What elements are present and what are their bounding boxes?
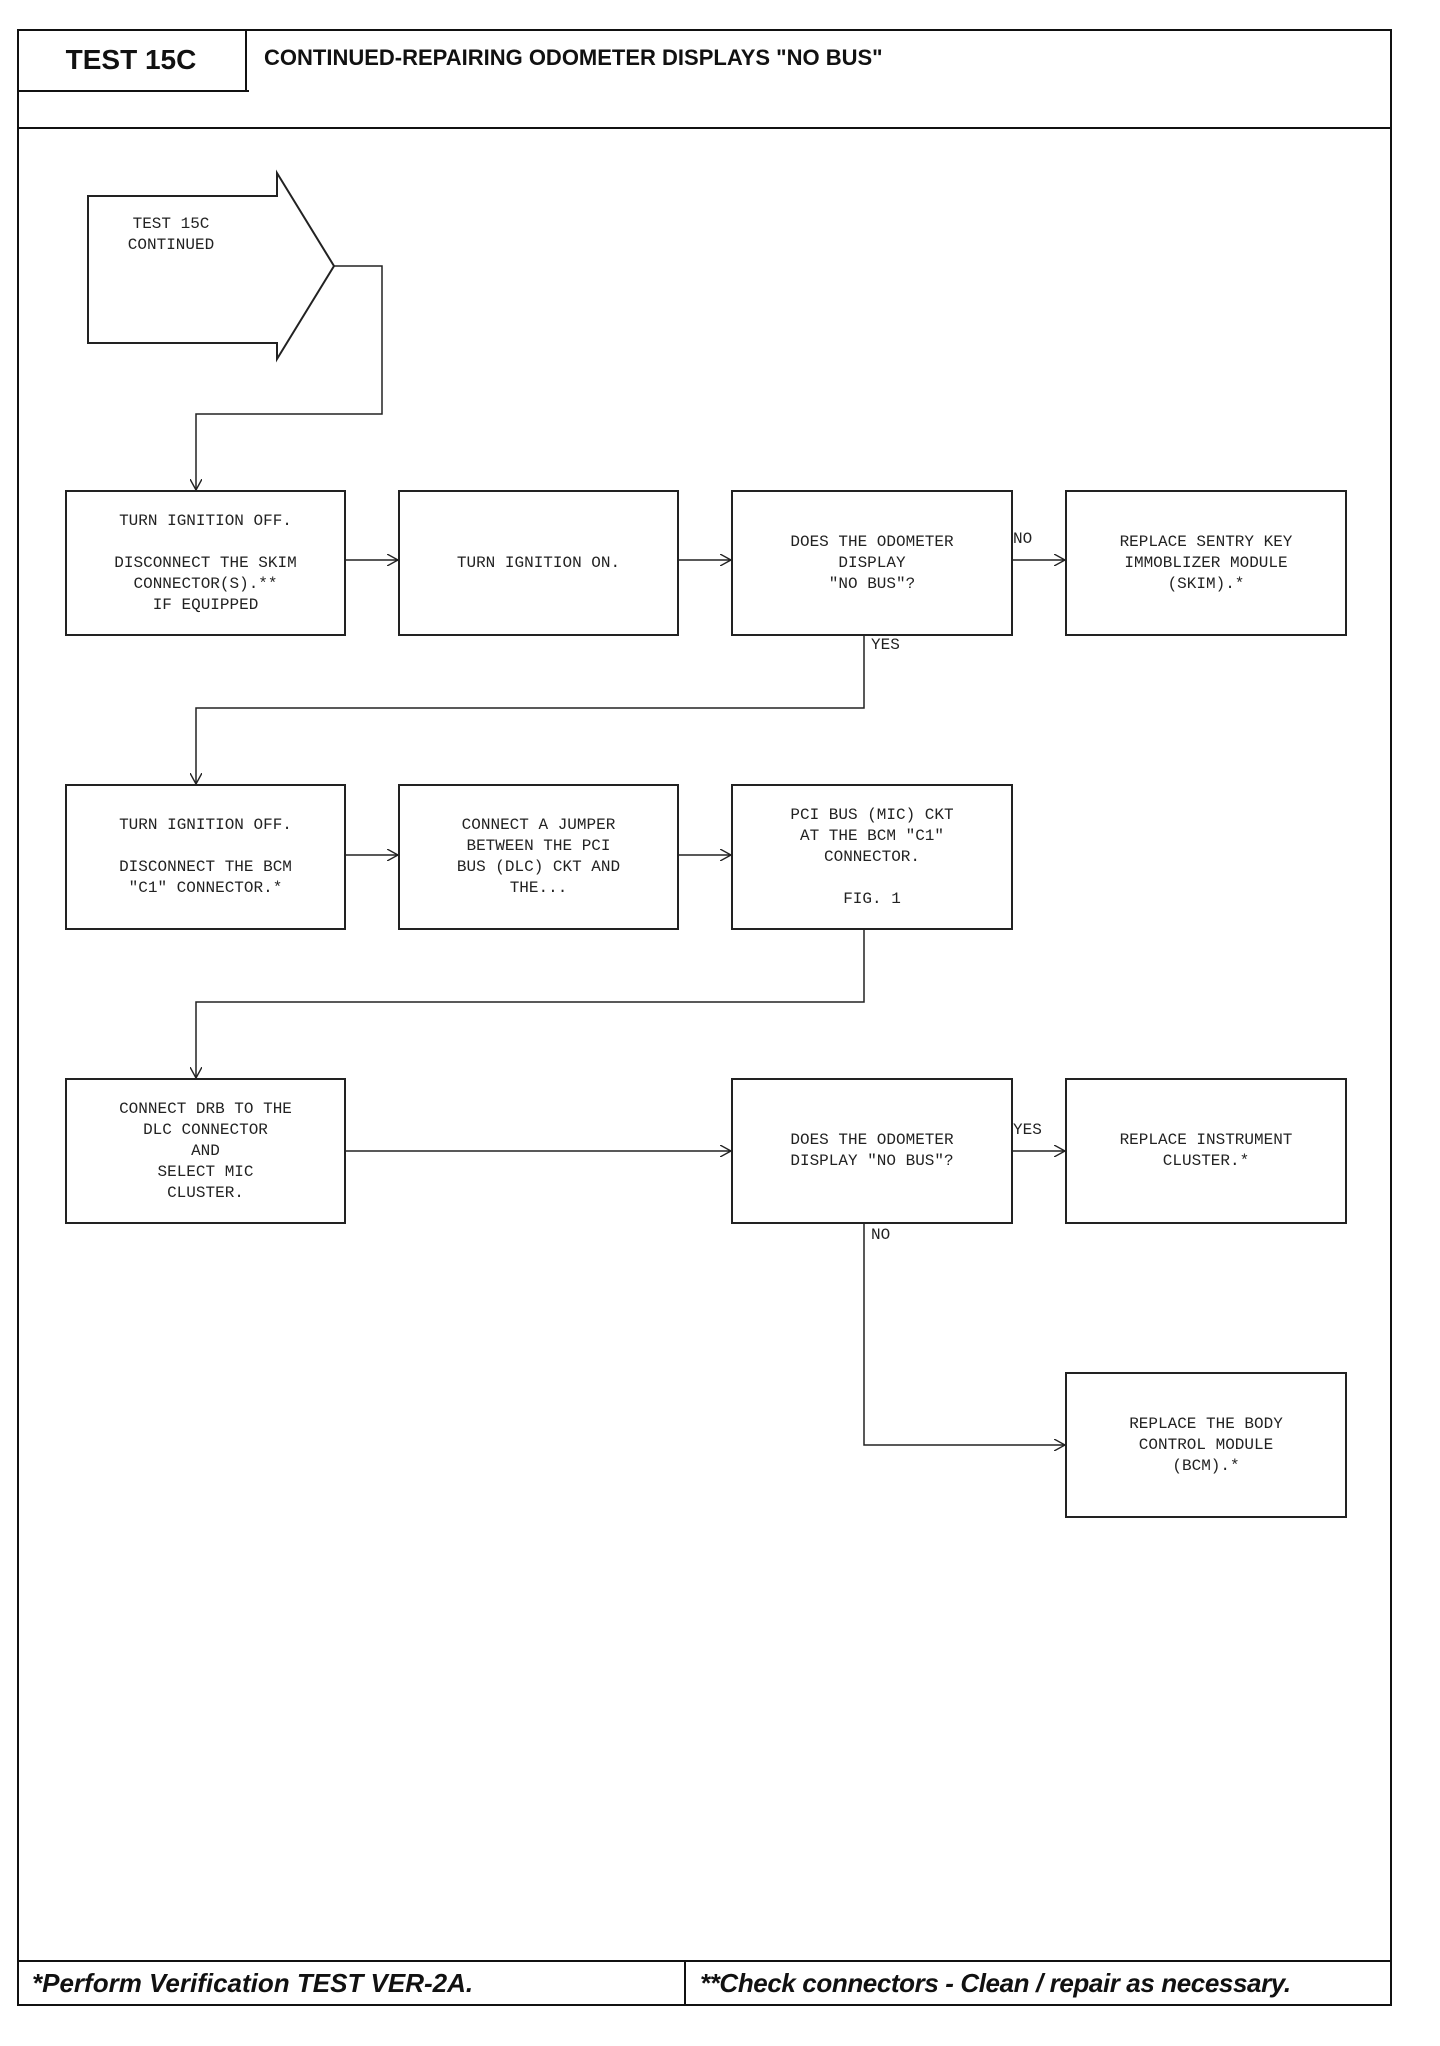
connector-start-to-step1 [196,265,383,490]
label-q1-yes: YES [871,636,900,654]
connector-q2-no [863,1224,1065,1445]
page-frame [17,29,1392,2006]
page-title: CONTINUED-REPAIRING ODOMETER DISPLAYS "N… [264,45,883,70]
test-id: TEST 15C [17,29,247,90]
connector-q1-yes [196,635,865,784]
header-divider [17,127,1392,129]
header-divider-short [17,90,249,92]
label-q1-no: NO [1013,530,1033,548]
start-arrow-shape [87,169,336,363]
step-connect-jumper: CONNECT A JUMPER BETWEEN THE PCI BUS (DL… [398,784,679,930]
action-replace-skim: REPLACE SENTRY KEY IMMOBLIZER MODULE (SK… [1065,490,1347,636]
start-label: TEST 15C CONTINUED [127,215,215,254]
footer-note-verification: *Perform Verification TEST VER-2A. [32,1967,474,1998]
decision-odometer-no-bus-2: DOES THE ODOMETER DISPLAY "NO BUS"? [731,1078,1013,1224]
step-ignition-on: TURN IGNITION ON. [398,490,679,636]
connector-step7-to-step8 [196,929,865,1078]
label-q2-no: NO [871,1226,891,1244]
step-connect-drb: CONNECT DRB TO THE DLC CONNECTOR AND SEL… [65,1078,346,1224]
step-ignition-off-bcm: TURN IGNITION OFF. DISCONNECT THE BCM "C… [65,784,346,930]
action-replace-bcm: REPLACE THE BODY CONTROL MODULE (BCM).* [1065,1372,1347,1518]
step-pci-bus-circuit: PCI BUS (MIC) CKT AT THE BCM "C1" CONNEC… [731,784,1013,930]
decision-odometer-no-bus-1: DOES THE ODOMETER DISPLAY "NO BUS"? [731,490,1013,636]
footer-note-connectors: **Check connectors - Clean / repair as n… [700,1967,1291,1998]
step-ignition-off-skim: TURN IGNITION OFF. DISCONNECT THE SKIM C… [65,490,346,636]
action-replace-instrument-cluster: REPLACE INSTRUMENT CLUSTER.* [1065,1078,1347,1224]
label-q2-yes: YES [1013,1121,1042,1139]
footer-split [684,1960,686,2006]
footer-divider [17,1960,1392,1962]
